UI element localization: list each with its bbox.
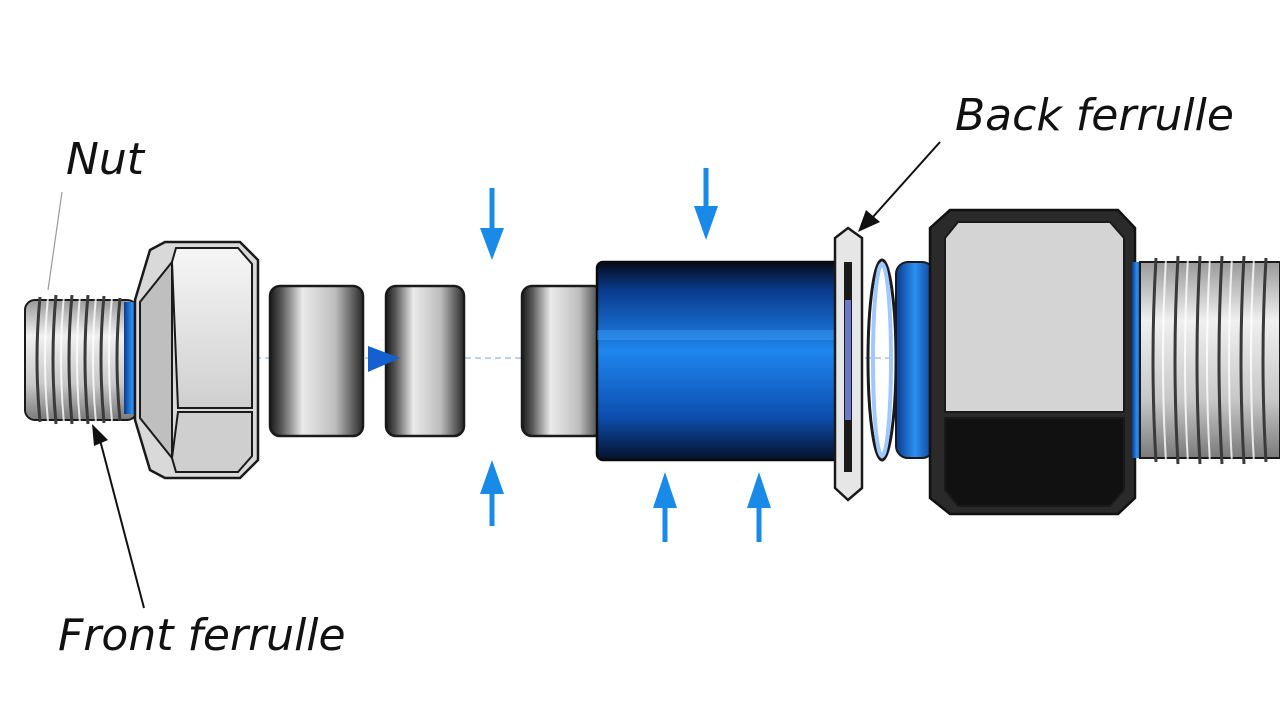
front-ferrule-label: Front ferrulle: [58, 610, 346, 661]
arrow-down-icon: [694, 168, 718, 240]
ring-3: [520, 284, 606, 438]
wedge-marker: [368, 346, 400, 372]
right-threaded-stub: [1132, 255, 1280, 465]
back-ferrule-plate: [833, 226, 864, 502]
arrow-up-icon: [480, 460, 504, 526]
arrow-up-icon: [653, 472, 677, 542]
ring-2: [384, 284, 466, 438]
tube-body: [595, 260, 844, 462]
arrow-down-icon: [480, 188, 504, 260]
nut-hex: [133, 240, 260, 480]
compression-rings: [866, 258, 935, 462]
nut-leader-line: [47, 191, 63, 291]
nut-label: Nut: [66, 134, 145, 185]
arrow-up-icon: [747, 472, 771, 542]
front-ferrule-leader: [92, 424, 145, 609]
body-nut-hex: [928, 208, 1137, 516]
left-threaded-stub: [24, 294, 140, 425]
back-ferrule-label: Back ferrulle: [955, 90, 1234, 141]
ring-1: [268, 284, 365, 438]
back-ferrule-leader: [858, 141, 941, 232]
